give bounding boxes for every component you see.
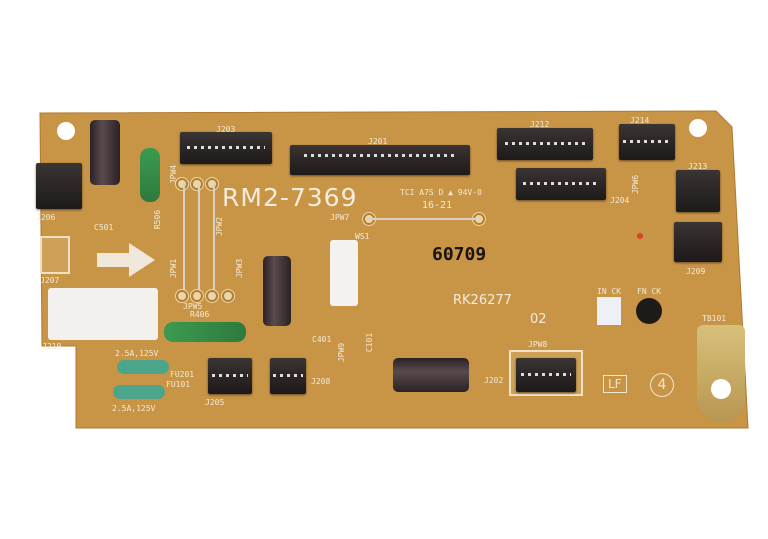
connector-j212 — [497, 128, 593, 160]
connector-j209 — [674, 222, 722, 262]
date-code: 16-21 — [422, 200, 453, 211]
label-c401: C401 — [312, 335, 332, 344]
inspection-sticker — [597, 297, 621, 325]
part-number: RM2-7369 — [222, 183, 358, 212]
connector-j203 — [180, 132, 272, 164]
connector-j202 — [516, 358, 576, 392]
switch-ws1 — [330, 240, 358, 306]
lf-mark: LF — [603, 375, 627, 393]
label-jpw1: JPW1 — [169, 258, 179, 279]
label-j204: J204 — [610, 196, 630, 205]
label-j202: J202 — [484, 376, 504, 385]
label-r406: R406 — [190, 310, 210, 319]
label-jpw4: JPW4 — [169, 164, 179, 185]
revision: 02 — [530, 312, 547, 327]
label-jpw2: JPW2 — [215, 216, 225, 237]
fuse-rating-2: 2.5A,125V — [112, 404, 156, 413]
connector-j213 — [676, 170, 720, 212]
connector-j207 — [40, 236, 70, 274]
connector-j205 — [208, 358, 252, 394]
arrow-icon — [97, 243, 155, 277]
capacitor-c501 — [90, 120, 120, 185]
label-tb101: TB101 — [702, 314, 727, 323]
label-j205: J205 — [205, 398, 225, 407]
label-c501: C501 — [94, 223, 114, 232]
capacitor-c401 — [263, 256, 291, 326]
label-j214: J214 — [630, 116, 650, 125]
label-jpw3: JPW3 — [235, 258, 245, 279]
resistor-r406 — [164, 322, 246, 342]
lot-code: RK26277 — [453, 293, 512, 308]
connector-j201 — [290, 145, 470, 175]
capacitor-c101 — [393, 358, 469, 392]
label-jpw5: JPW5 — [183, 302, 203, 311]
label-j210: J210 — [42, 342, 62, 351]
connector-j206 — [36, 163, 82, 209]
mounting-hole — [57, 122, 75, 140]
label-fu201: FU201 — [170, 370, 195, 379]
label-fu101: FU101 — [166, 380, 191, 389]
fuse-fu201 — [117, 360, 169, 374]
fuse-rating-1: 2.5A,125V — [115, 349, 159, 358]
label-jpw9: JPW9 — [337, 342, 347, 363]
label-j212: J212 — [530, 120, 550, 129]
label-j203: J203 — [216, 125, 236, 134]
fuse-fu101 — [113, 385, 165, 399]
connector-j210 — [48, 288, 158, 340]
label-ws1: WS1 — [355, 232, 370, 241]
label-c101: C101 — [365, 332, 375, 353]
label-j209: J209 — [686, 267, 706, 276]
label-jpw6: JPW6 — [631, 174, 641, 195]
inspection-dot — [636, 298, 662, 324]
label-j206: J206 — [36, 213, 56, 222]
resistor-r506 — [140, 148, 160, 202]
label-jpw7: JPW7 — [330, 213, 350, 222]
label-j201: J201 — [368, 137, 388, 146]
circle-mark: 4 — [650, 373, 674, 397]
label-j208: J208 — [311, 377, 331, 386]
label-fn-ck: FN CK — [637, 287, 662, 296]
connector-j208 — [270, 358, 306, 394]
red-dot — [637, 233, 643, 239]
label-j213: J213 — [688, 162, 708, 171]
connector-j214 — [619, 124, 675, 160]
terminal-tb101 — [697, 325, 745, 423]
connector-j204 — [516, 168, 606, 200]
ul-mark: TCI A7S D ▲ 94V-0 — [400, 188, 482, 197]
mounting-hole — [689, 119, 707, 137]
label-jpw8: JPW8 — [528, 340, 548, 349]
batch-stamp: 60709 — [432, 244, 487, 265]
label-j207: J207 — [40, 276, 60, 285]
label-r506: R506 — [153, 209, 163, 230]
label-in-ck: IN CK — [597, 287, 622, 296]
